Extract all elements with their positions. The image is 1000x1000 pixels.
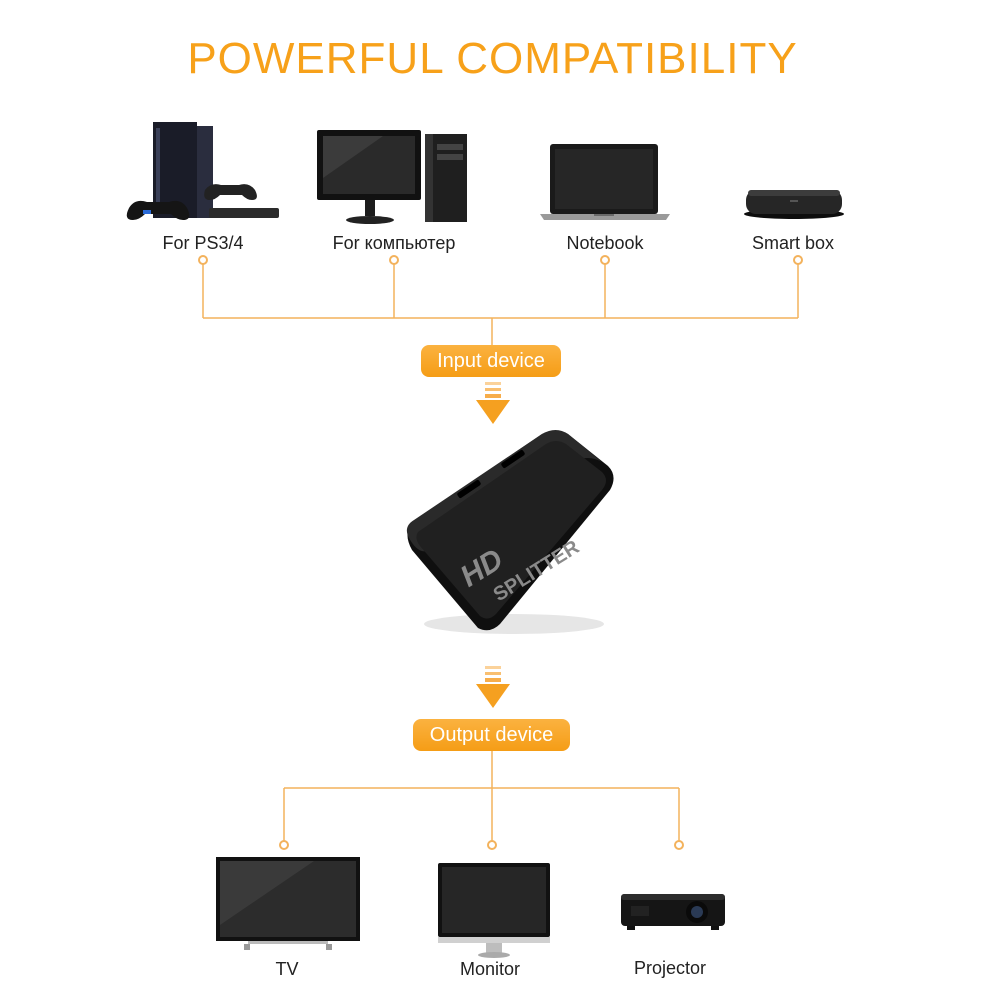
node-dot bbox=[487, 840, 497, 850]
output-label-projector: Projector bbox=[633, 958, 707, 978]
input-label-smartbox: Smart box bbox=[751, 233, 835, 253]
node-dot bbox=[389, 255, 399, 265]
output-label-tv: TV bbox=[275, 959, 299, 979]
down-arrow-icon bbox=[476, 382, 510, 424]
input-label-computer: For компьютер bbox=[332, 233, 456, 253]
input-device-badge: Input device bbox=[421, 345, 561, 377]
output-device-badge: Output device bbox=[413, 719, 570, 751]
node-dot bbox=[198, 255, 208, 265]
page-title: POWERFUL COMPATIBILITY bbox=[187, 34, 798, 83]
node-dot bbox=[793, 255, 803, 265]
node-dot bbox=[279, 840, 289, 850]
monitor-icon bbox=[438, 863, 550, 958]
node-dot bbox=[674, 840, 684, 850]
projector-icon bbox=[621, 894, 725, 930]
game-console-icon bbox=[126, 122, 279, 220]
down-arrow-icon bbox=[476, 666, 510, 708]
output-label-monitor: Monitor bbox=[459, 959, 521, 979]
tv-icon bbox=[216, 857, 360, 950]
hd-splitter-device: HD SPLITTER bbox=[406, 430, 614, 634]
input-label-ps: For PS3/4 bbox=[162, 233, 244, 253]
input-label-notebook: Notebook bbox=[566, 233, 644, 253]
desktop-computer-icon bbox=[317, 130, 467, 224]
set-top-box-icon bbox=[744, 190, 844, 219]
laptop-icon bbox=[540, 144, 670, 220]
node-dot bbox=[600, 255, 610, 265]
